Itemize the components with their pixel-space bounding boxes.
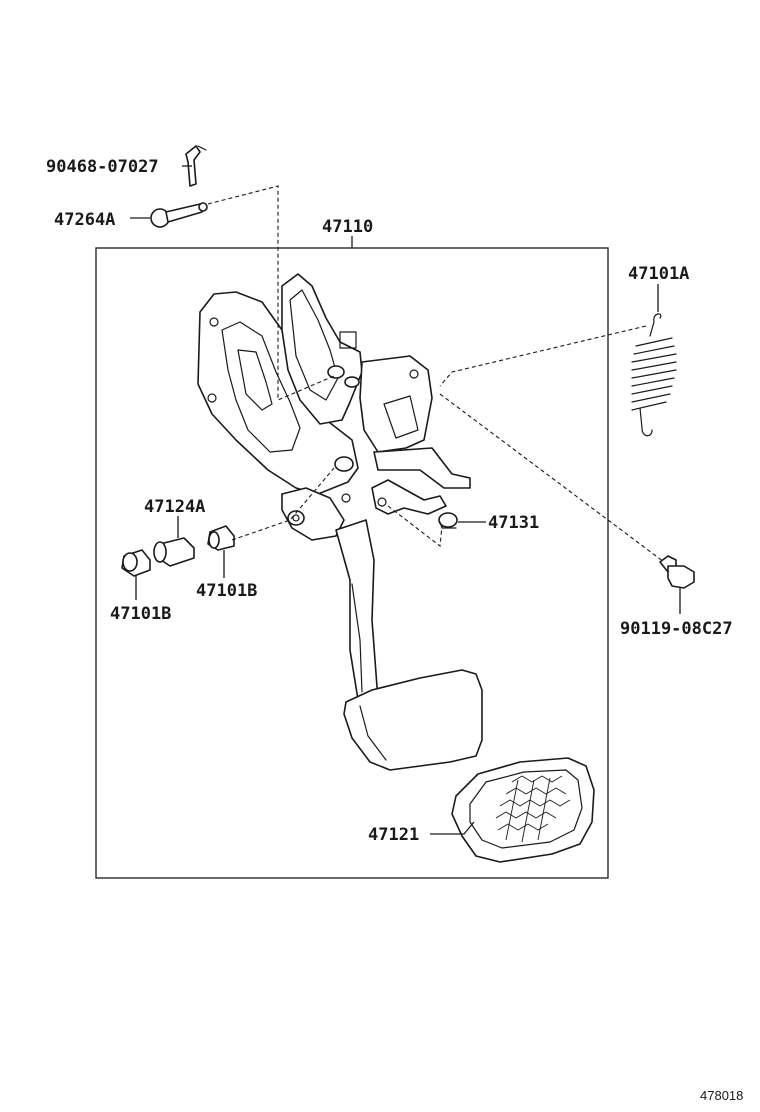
part-label-spring: 47101A — [628, 264, 689, 284]
part-label-assembly: 47110 — [322, 217, 373, 237]
bolt-part[interactable] — [659, 555, 695, 589]
collar-part-left[interactable] — [121, 549, 151, 577]
pedal-pad[interactable] — [343, 669, 483, 771]
collar-part-right[interactable] — [207, 525, 235, 551]
leader-pad-cover — [430, 821, 475, 835]
bushing-alignment-line — [231, 467, 335, 541]
pin-part[interactable] — [150, 202, 208, 228]
spring-alignment-line — [439, 325, 647, 387]
diagram-reference-number: 478018 — [700, 1088, 743, 1103]
part-label-bushing: 47124A — [144, 497, 205, 517]
part-label-collar-left: 47101B — [110, 604, 171, 624]
part-label-pin: 47264A — [54, 210, 115, 230]
pedal-pad-cover[interactable] — [451, 757, 595, 863]
part-label-collar-right: 47101B — [196, 581, 257, 601]
part-label-pad-cover: 47121 — [368, 825, 419, 845]
stopper-alignment-line — [387, 505, 443, 548]
stopper-part[interactable] — [438, 512, 458, 529]
return-spring[interactable] — [631, 313, 677, 437]
pin-alignment-line — [207, 185, 335, 401]
part-label-bolt: 90119-08C27 — [620, 619, 733, 639]
part-label-clip: 90468-07027 — [46, 157, 159, 177]
bolt-alignment-line — [439, 393, 665, 563]
cover-tread-pattern — [495, 775, 571, 843]
bushing-part[interactable] — [153, 537, 195, 567]
pedal-bracket-assembly[interactable] — [197, 273, 471, 713]
part-label-stopper: 47131 — [488, 513, 539, 533]
